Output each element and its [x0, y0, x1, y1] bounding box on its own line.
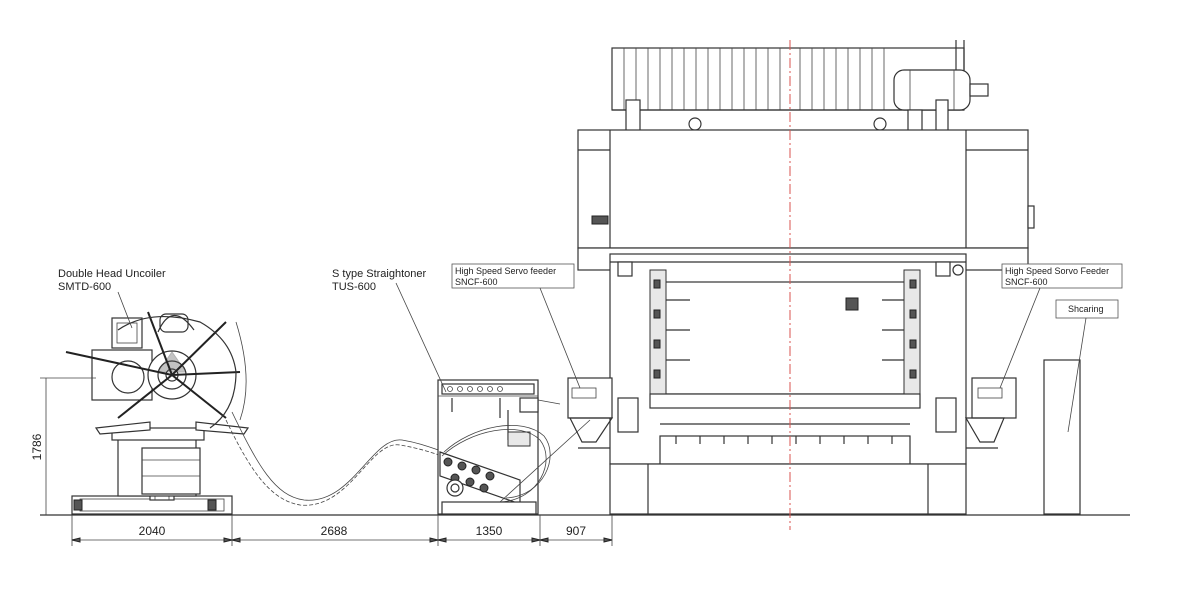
- feeder-left-title: High Speed Servo feeder: [455, 266, 556, 276]
- uncoiler: 1786: [30, 311, 250, 515]
- shearing-label-box: [1055, 299, 1119, 319]
- shearing-label: Shcaring: [1068, 304, 1104, 314]
- feeder-left-model: SNCF-600: [455, 277, 498, 287]
- dim-height: 1786: [30, 433, 44, 460]
- shearing-unit: [1043, 359, 1081, 515]
- shearing-leader: [1067, 317, 1087, 433]
- uncoiler-leader: [117, 291, 133, 329]
- straightener: [437, 379, 591, 515]
- uncoiler-title: Double Head Uncoiler: [58, 268, 166, 280]
- material-loop: [225, 321, 445, 506]
- feeder-left-leader: [539, 287, 581, 389]
- feeder-right-title: High Speed Sorvo Feeder: [1005, 266, 1109, 276]
- feeder-right-model: SNCF-600: [1005, 277, 1048, 287]
- feeder-left-label-box: [451, 263, 575, 289]
- dimension-row: 2040 2688 1350 907: [71, 515, 613, 546]
- dim-uncoiler-width: 2040: [139, 524, 166, 538]
- uncoiler-model: SMTD-600: [58, 281, 111, 293]
- press-bolster: [649, 393, 921, 409]
- press: [567, 40, 1035, 530]
- press-crown: [577, 129, 1029, 249]
- straightener-model: TUS-600: [332, 281, 376, 293]
- dim-straightener-width: 1350: [476, 524, 503, 538]
- dim-feeder-gap: 907: [566, 524, 586, 538]
- press-motor: [893, 69, 971, 111]
- feeder-right-label-box: [1001, 263, 1123, 289]
- straightener-leader: [395, 282, 447, 393]
- press-slide: [663, 281, 909, 395]
- feeder-right-leader: [999, 287, 1041, 389]
- straightener-title: S type Straightoner: [332, 268, 427, 280]
- dim-loop-length: 2688: [321, 524, 348, 538]
